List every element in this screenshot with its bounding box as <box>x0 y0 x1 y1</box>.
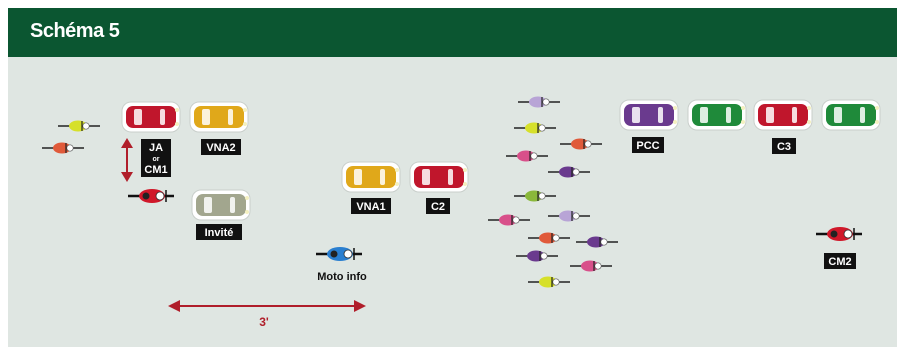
car-vna1-icon <box>341 161 401 193</box>
car-c3-icon <box>753 99 813 131</box>
label-pcc: PCC <box>632 137 664 153</box>
car-pcc-icon <box>619 99 679 131</box>
label-cm1: CM1 <box>144 164 167 176</box>
label-c3: C3 <box>772 138 796 154</box>
label-vna1: VNA1 <box>351 198 391 214</box>
distance-label: 3' <box>259 315 269 329</box>
moto-cm2-motorbike-icon <box>816 227 862 241</box>
diagram-title: Schéma 5 <box>30 20 120 42</box>
label-ja: JA <box>149 142 163 154</box>
diagram-header: Schéma 5 <box>8 8 897 57</box>
cyclist-icon <box>488 214 530 226</box>
label-ja-or-cm1: JA or CM1 <box>141 139 171 177</box>
cyclist-icon <box>528 276 570 288</box>
cyclist-icon <box>42 142 84 154</box>
label-invite-text: Invité <box>205 227 234 239</box>
label-pcc-text: PCC <box>636 140 659 152</box>
cyclist-icon <box>514 122 556 134</box>
cyclist-icon <box>58 120 100 132</box>
cyclist-icon <box>548 166 590 178</box>
cyclist-icon <box>528 232 570 244</box>
label-moto-info: Moto info <box>317 271 367 283</box>
label-vna1-text: VNA1 <box>356 201 385 213</box>
moto-cm1-motorbike-icon <box>128 189 174 203</box>
label-c2-text: C2 <box>431 201 445 213</box>
label-c2: C2 <box>426 198 450 214</box>
label-cm2-text: CM2 <box>828 256 851 268</box>
label-vna2: VNA2 <box>201 139 241 155</box>
moto-info-motorbike-icon <box>316 247 362 261</box>
cyclist-icon <box>548 210 590 222</box>
distance-arrow-icon <box>168 300 366 312</box>
label-c3-text: C3 <box>777 141 791 153</box>
label-vna2-text: VNA2 <box>206 142 235 154</box>
cyclist-icon <box>514 190 556 202</box>
cyclist-icon <box>518 96 560 108</box>
label-cm2: CM2 <box>824 253 856 269</box>
cyclist-icon <box>516 250 558 262</box>
car-vna2-icon <box>189 101 249 133</box>
car-ja-cm1-icon <box>121 101 181 133</box>
label-or: or <box>153 156 160 163</box>
car-c2-icon <box>409 161 469 193</box>
cyclist-icon <box>570 260 612 272</box>
cyclist-icon <box>560 138 602 150</box>
cyclist-icon <box>506 150 548 162</box>
car-invite-icon <box>191 189 251 221</box>
car-green-1-icon <box>687 99 747 131</box>
label-invite: Invité <box>196 224 242 240</box>
car-green-2-icon <box>821 99 881 131</box>
vertical-double-arrow-icon <box>121 138 133 182</box>
cyclist-icon <box>576 236 618 248</box>
